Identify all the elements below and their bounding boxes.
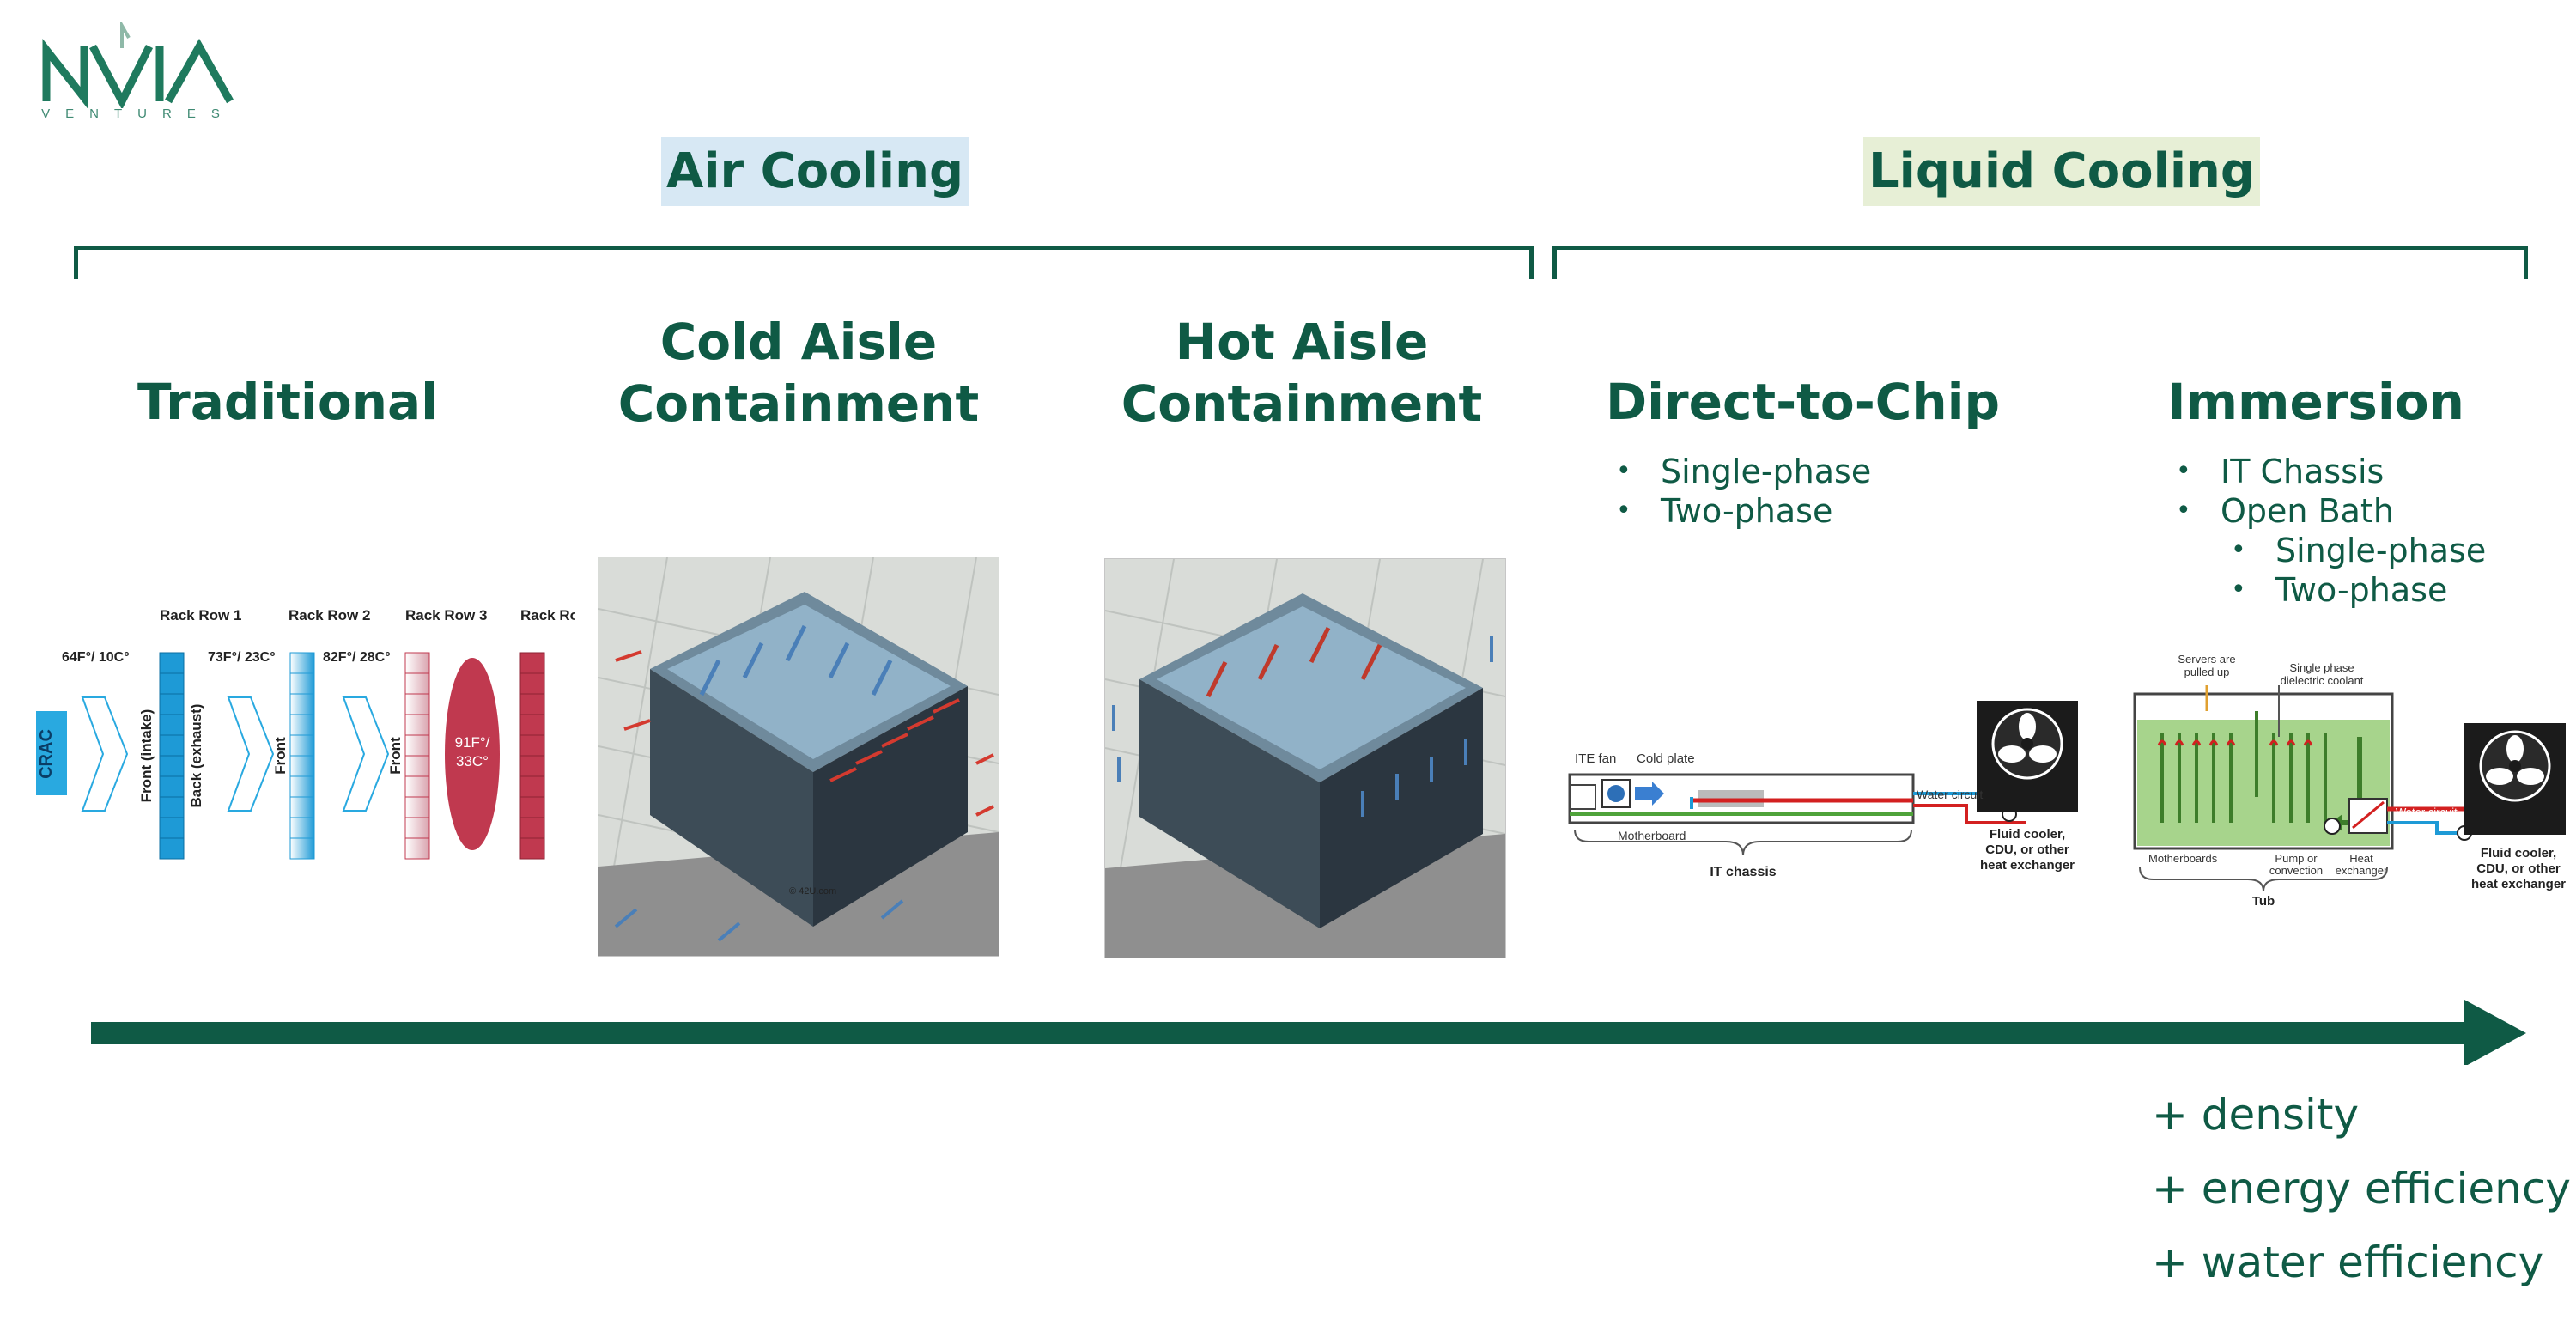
- it-chassis-label: IT chassis: [1710, 865, 1776, 879]
- temp-3-label: 82F°/ 28C°: [323, 650, 391, 665]
- front-label-2: Front: [272, 737, 289, 775]
- front-label-3: Front: [387, 737, 404, 775]
- benefit-water-efficiency: + water efficiency: [2152, 1238, 2544, 1287]
- temp-1-label: 64F°/ 10C°: [62, 650, 130, 665]
- cold-aisle-title: Cold Aisle Containment: [617, 313, 980, 433]
- pump-line2: convection: [2269, 864, 2323, 877]
- rack-row-1-dividers: [160, 672, 184, 839]
- crac-label: CRAC: [37, 729, 56, 779]
- heat-exchanger-line2: exchanger: [2336, 864, 2388, 877]
- motherboard-label: Motherboard: [1618, 829, 1686, 842]
- motherboards-label: Motherboards: [2148, 852, 2218, 865]
- logo-mark-icon: [42, 19, 234, 110]
- cold-plate-label: Cold plate: [1637, 751, 1695, 766]
- water-circuit-label: Water circuit: [1917, 788, 1983, 801]
- fluid-cooler-line1: Fluid cooler,: [2481, 846, 2556, 861]
- temp-4-line2: 33C°: [456, 753, 489, 769]
- servers-pulled-line2: pulled up: [2184, 666, 2230, 678]
- list-item: Two-phase: [2172, 570, 2486, 610]
- airflow-arrow-1: [81, 696, 129, 812]
- airflow-arrow-3: [342, 696, 390, 812]
- servers-pulled-line1: Servers are: [2178, 653, 2235, 666]
- list-item: Single-phase: [1613, 452, 1871, 491]
- temp-2-label: 73F°/ 23C°: [208, 650, 276, 665]
- direct-to-chip-title: Direct-to-Chip: [1606, 373, 2001, 431]
- liquid-cooling-title: Liquid Cooling: [1863, 137, 2260, 206]
- hot-air-zone: [445, 658, 500, 850]
- liquid-cooling-bracket: [1552, 246, 2528, 279]
- back-exhaust-label: Back (exhaust): [188, 704, 204, 808]
- traditional-airflow-diagram: CRAC Front (intake) Back (exhaust) Front…: [36, 607, 575, 860]
- list-item: Single-phase: [2172, 531, 2486, 570]
- rack-row-4-label: Rack Row 4: [520, 607, 575, 623]
- fluid-cooler-line2: CDU, or other: [2476, 861, 2561, 876]
- list-item: Open Bath: [2172, 491, 2486, 531]
- hot-aisle-title: Hot Aisle Containment: [1121, 313, 1483, 433]
- photo-credit: © 42U.com: [789, 886, 836, 897]
- heat-exchanger-line1: Heat: [2349, 852, 2373, 865]
- hot-aisle-containment-image: [1104, 558, 1506, 958]
- airflow-arrow-2: [227, 696, 275, 812]
- immersion-bullets: IT Chassis Open Bath Single-phase Two-ph…: [2172, 452, 2486, 610]
- logo-subtitle: VENTURES: [41, 106, 235, 121]
- immersion-diagram: Servers are pulled up Single phase diele…: [2133, 653, 2566, 909]
- benefit-energy-efficiency: + energy efficiency: [2152, 1164, 2571, 1213]
- rack-row-2-label: Rack Row 2: [289, 607, 370, 623]
- benefits-list: + density + energy efficiency + water ef…: [2152, 1089, 2571, 1288]
- water-circuit-label: Water circuit: [2396, 806, 2458, 818]
- fluid-cooler-line2: CDU, or other: [1985, 842, 2069, 857]
- direct-to-chip-diagram: ITE fan Cold plate Water circuit Motherb…: [1568, 701, 2078, 879]
- pump-line1: Pump or: [2275, 852, 2318, 865]
- logo: VENTURES: [39, 19, 237, 125]
- fluid-cooler-line1: Fluid cooler,: [1990, 827, 2065, 842]
- fluid-cooler-line3: heat exchanger: [1980, 858, 2075, 873]
- list-item: Two-phase: [1613, 491, 1871, 531]
- temp-4-line1: 91F°/: [455, 734, 490, 751]
- direct-to-chip-bullets: Single-phase Two-phase: [1613, 452, 1871, 531]
- list-item: IT Chassis: [2172, 452, 2486, 491]
- tub-brace: [2139, 867, 2388, 892]
- tub-label: Tub: [2252, 894, 2275, 909]
- benefit-density: + density: [2152, 1090, 2360, 1140]
- air-cooling-bracket: [74, 246, 1534, 279]
- server-blades: [2160, 711, 2327, 823]
- coolant-line1: Single phase: [2289, 661, 2354, 674]
- air-cooling-title: Air Cooling: [661, 137, 969, 206]
- crac-unit: [36, 711, 67, 795]
- rack-row-3-label: Rack Row 3: [405, 607, 487, 623]
- rack-row-1-label: Rack Row 1: [160, 607, 241, 623]
- progression-arrow: [91, 1000, 2526, 1065]
- coolant-line2: dielectric coolant: [2281, 674, 2364, 687]
- pump-icon: [2324, 818, 2341, 835]
- front-intake-label: Front (intake): [138, 709, 155, 803]
- ite-fan-label: ITE fan: [1575, 751, 1616, 766]
- it-chassis-brace: [1574, 829, 1912, 856]
- immersion-title: Immersion: [2167, 373, 2464, 431]
- cold-aisle-containment-image: © 42U.com: [598, 557, 999, 957]
- traditional-title: Traditional: [137, 373, 439, 431]
- airflow-arrow-icon: [1635, 782, 1664, 806]
- fluid-cooler-line3: heat exchanger: [2471, 877, 2566, 891]
